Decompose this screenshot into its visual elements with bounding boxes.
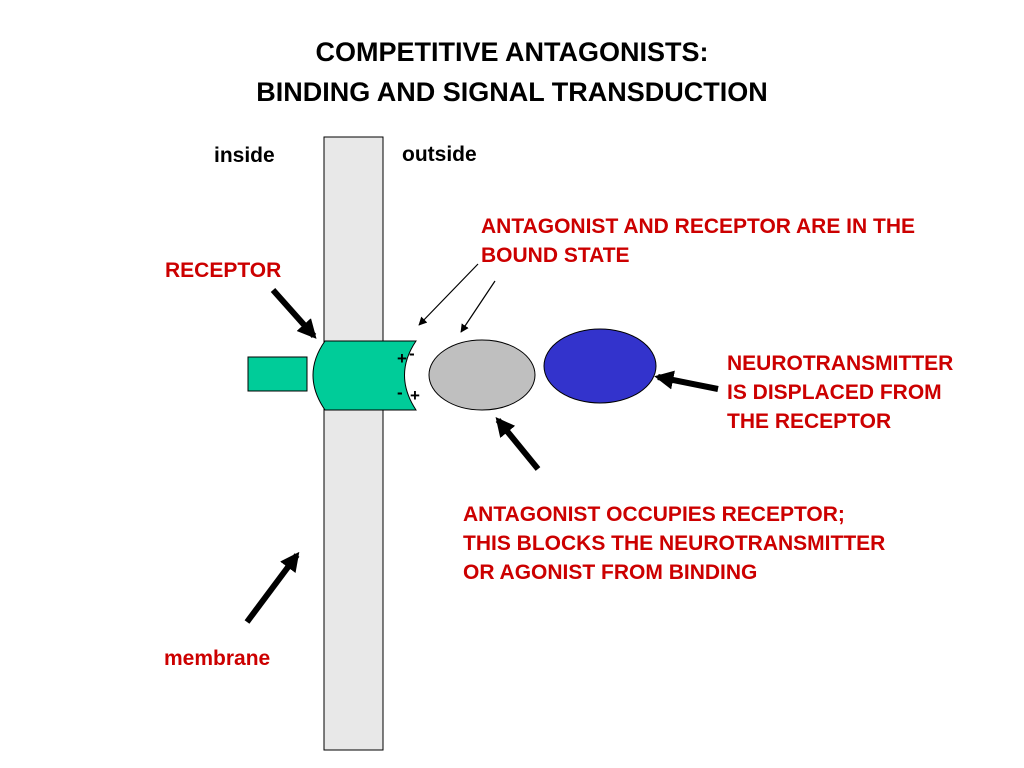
displaced-line-2: IS DISPLACED FROM <box>727 381 942 404</box>
membrane-bar <box>323 136 384 751</box>
receptor-arrow <box>270 288 317 339</box>
displaced-line-1: NEUROTRANSMITTER <box>727 352 954 375</box>
title-line-1: COMPETITIVE ANTAGONISTS: <box>315 37 709 67</box>
antagonist-shape <box>428 339 536 411</box>
occupies-line-1: ANTAGONIST OCCUPIES RECEPTOR; <box>463 503 845 526</box>
title-line-2: BINDING AND SIGNAL TRANSDUCTION <box>256 77 768 107</box>
receptor-charge-bottom: - <box>397 383 403 402</box>
antagonist-charge-top: - <box>409 344 415 363</box>
bound-state-line-1: ANTAGONIST AND RECEPTOR ARE IN THE <box>481 215 916 238</box>
bound-state-arrow-1 <box>418 263 479 326</box>
bound-state-label: ANTAGONIST AND RECEPTOR ARE IN THE BOUND… <box>481 212 915 270</box>
receptor-body <box>312 340 417 411</box>
occupies-arrow <box>495 417 541 471</box>
antagonist-charge-bottom: + <box>410 386 420 405</box>
inside-label: inside <box>214 144 275 167</box>
receptor-label: RECEPTOR <box>165 259 282 282</box>
occupies-line-3: OR AGONIST FROM BINDING <box>463 561 758 584</box>
outside-label: outside <box>402 143 477 166</box>
membrane-label: membrane <box>164 647 271 670</box>
bound-state-arrow-2 <box>460 280 496 333</box>
displaced-line-3: THE RECEPTOR <box>727 410 892 433</box>
displaced-label: NEUROTRANSMITTER IS DISPLACED FROM THE R… <box>727 349 953 436</box>
receptor-charge-top: + <box>397 349 407 368</box>
receptor-inner-block <box>247 356 308 392</box>
membrane-arrow <box>244 551 300 624</box>
diagram-title: COMPETITIVE ANTAGONISTS: BINDING AND SIG… <box>0 32 1024 112</box>
occupies-line-2: THIS BLOCKS THE NEUROTRANSMITTER <box>463 532 886 555</box>
bound-state-line-2: BOUND STATE <box>481 244 630 267</box>
occupies-label: ANTAGONIST OCCUPIES RECEPTOR; THIS BLOCK… <box>463 500 885 587</box>
neurotransmitter-shape <box>543 328 657 404</box>
displaced-arrow <box>654 370 719 392</box>
